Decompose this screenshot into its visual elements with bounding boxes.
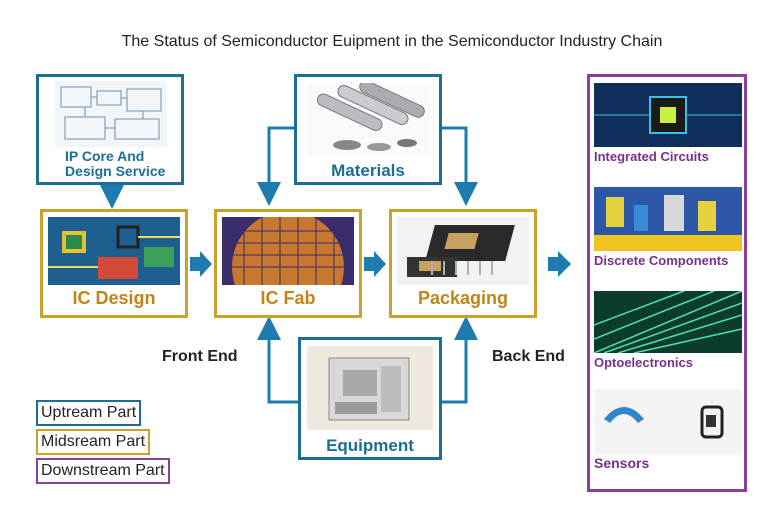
diagram-title: The Status of Semiconductor Euipment in … [121, 33, 663, 50]
ic-fab-node: IC Fab [214, 209, 362, 318]
arrow-equipment-to-packaging [442, 316, 478, 404]
arrow-packaging-to-downstream [548, 251, 571, 277]
integrated-circuits-image [594, 83, 742, 147]
packaging-node: Packaging [389, 209, 537, 318]
ip-core-node: IP Core And Design Service [36, 74, 184, 185]
equipment-label: Equipment [326, 436, 414, 455]
optoelectronics-image [594, 291, 742, 353]
back-end-label: Back End [492, 348, 565, 365]
ic-fab-label: IC Fab [260, 288, 316, 308]
materials-label: Materials [331, 161, 405, 180]
equipment-image [307, 346, 433, 430]
packaging-label: Packaging [417, 288, 509, 308]
downstream-item: Optoelectronics [594, 355, 693, 370]
arrow-design-to-fab [190, 251, 212, 277]
discrete-components-image [594, 187, 742, 251]
downstream-item: Integrated Circuits [594, 149, 709, 164]
ip-core-image [55, 81, 167, 147]
materials-node: Materials [294, 74, 442, 185]
front-end-label: Front End [162, 348, 238, 365]
arrow-materials-to-packaging [442, 126, 478, 206]
downstream-item: Discrete Components [594, 253, 729, 268]
ic-fab-image [222, 217, 354, 285]
arrow-fab-to-packaging [364, 251, 386, 277]
legend-downstream: Downstream Part [36, 458, 170, 484]
sensors-image [594, 389, 742, 455]
arrow-materials-to-fab [257, 126, 294, 206]
ic-design-label: IC Design [72, 288, 156, 308]
ip-core-label: IP Core And Design Service [65, 148, 166, 179]
equipment-node: Equipment [298, 337, 442, 460]
legend-midstream: Midsream Part [36, 429, 151, 455]
packaging-image [397, 217, 529, 285]
downstream-panel: Integrated Circuits Discrete Components … [587, 74, 747, 492]
ic-design-image [48, 217, 180, 285]
downstream-item: Sensors [594, 455, 650, 471]
arrow-equipment-to-fab [257, 316, 298, 404]
legend-upstream: Uptream Part [36, 400, 142, 426]
ic-design-node: IC Design [40, 209, 188, 318]
materials-image [307, 83, 431, 157]
